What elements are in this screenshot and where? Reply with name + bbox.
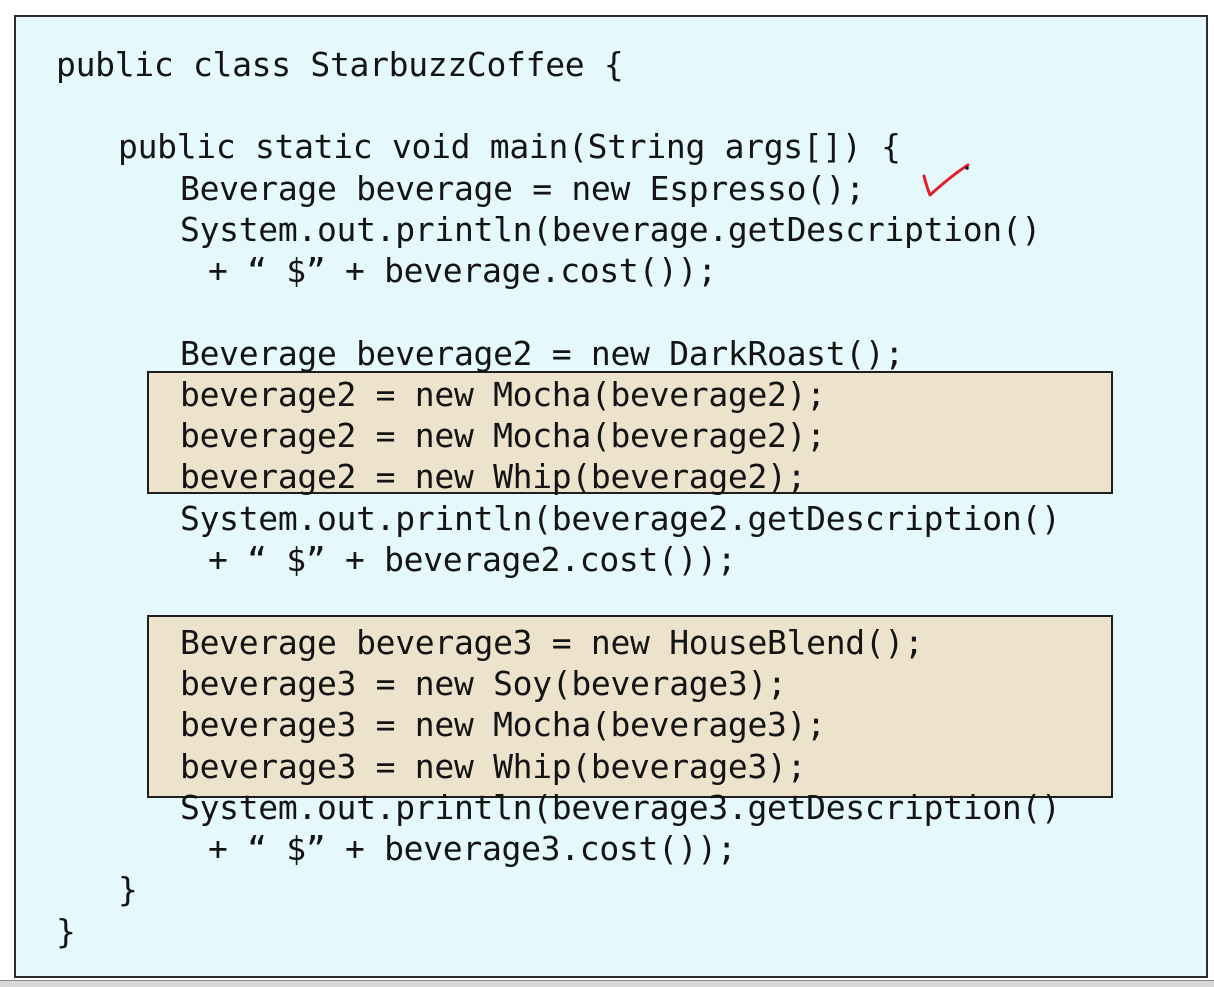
code-line-mocha-2: beverage2 = new Mocha(beverage2);	[180, 416, 826, 455]
code-line-mocha-3: beverage3 = new Mocha(beverage3);	[180, 705, 826, 744]
code-line-close-class: }	[56, 912, 76, 951]
checkmark-icon	[922, 163, 970, 197]
code-line-new-houseblend: Beverage beverage3 = new HouseBlend();	[180, 623, 924, 662]
code-line-soy: beverage3 = new Soy(beverage3);	[180, 664, 787, 703]
code-line-whip-2: beverage3 = new Whip(beverage3);	[180, 747, 807, 786]
code-line-cost-2: + “ $” + beverage2.cost());	[208, 540, 737, 579]
decorator-highlight-box-beverage2	[147, 371, 1113, 494]
code-line-new-darkroast: Beverage beverage2 = new DarkRoast();	[180, 334, 905, 373]
bottom-strip	[0, 980, 1214, 987]
code-line-cost-3: + “ $” + beverage3.cost());	[208, 829, 737, 868]
code-line-class-declaration: public class StarbuzzCoffee {	[56, 45, 624, 84]
code-line-mocha-1: beverage2 = new Mocha(beverage2);	[180, 375, 826, 414]
code-line-new-espresso: Beverage beverage = new Espresso();	[180, 169, 865, 208]
code-slide	[14, 15, 1208, 978]
checkmark-stroke	[922, 163, 970, 197]
code-line-println-2: System.out.println(beverage2.getDescript…	[180, 499, 1061, 538]
code-line-main-method: public static void main(String args[]) {	[118, 127, 901, 166]
code-line-cost-1: + “ $” + beverage.cost());	[208, 251, 717, 290]
code-line-println-1: System.out.println(beverage.getDescripti…	[180, 210, 1041, 249]
code-line-println-3: System.out.println(beverage3.getDescript…	[180, 788, 1061, 827]
code-line-whip-1: beverage2 = new Whip(beverage2);	[180, 457, 807, 496]
code-line-close-main: }	[118, 870, 138, 909]
decorator-highlight-box-beverage3	[147, 615, 1113, 798]
checkmark-dot	[965, 166, 969, 170]
